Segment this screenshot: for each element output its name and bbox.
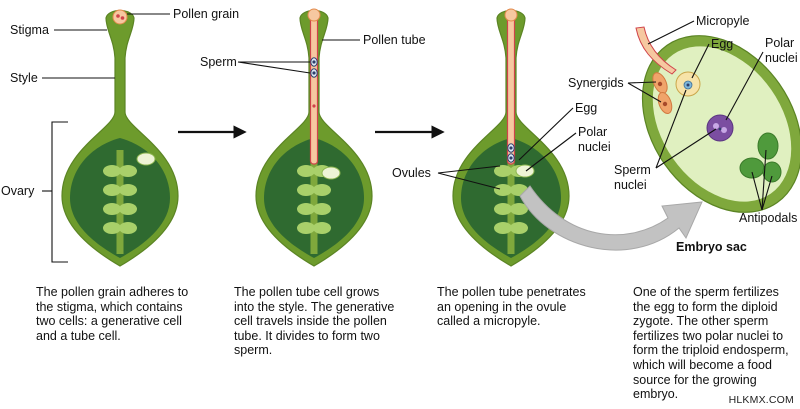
stigma-label: Stigma	[10, 23, 49, 37]
egg-leader-p3	[518, 107, 574, 161]
pollen-tube-label: Pollen tube	[363, 33, 426, 47]
caption-line: cell travels inside the pollen	[234, 314, 387, 329]
pollen-tube	[307, 8, 321, 165]
sperm-label: Sperm	[200, 55, 237, 69]
caption-line: sperm.	[234, 343, 273, 358]
egg-cell	[675, 71, 701, 97]
antipodals-leader-1	[761, 149, 767, 211]
polar-nuclei-label-p3-line2: nuclei	[578, 140, 611, 154]
sperm-leader-2	[237, 61, 311, 74]
egg-label-p3: Egg	[575, 101, 597, 115]
ovule-detail	[136, 152, 156, 166]
ovule-detail	[321, 166, 341, 180]
caption-line: form the triploid endosperm,	[633, 343, 789, 358]
pistil-panel-1	[61, 9, 179, 267]
pistil-panel-2	[255, 8, 373, 267]
sperm-cells	[310, 57, 318, 108]
ovules-leader-1	[437, 165, 501, 174]
style-label: Style	[10, 71, 38, 85]
ovary-bracket	[51, 121, 68, 263]
caption-step-1: The pollen grain adheres to the stigma, …	[36, 285, 226, 343]
watermark: HLKMX.COM	[728, 394, 794, 406]
caption-line: an opening in the ovule	[437, 299, 567, 314]
pollen-grain-label: Pollen grain	[173, 7, 239, 21]
pistil-panel-3	[452, 8, 570, 267]
caption-line: fertilizes two polar nuclei to	[633, 328, 784, 343]
ovules-label: Ovules	[392, 166, 431, 180]
embryo-sac	[635, 26, 800, 213]
caption-line: tube. It divides to form two	[234, 328, 380, 343]
sperm-nuclei-label-line2: nuclei	[614, 178, 647, 192]
polar-nuclei-leader-p4	[725, 51, 764, 121]
egg-label-p4: Egg	[711, 37, 733, 51]
caption-line: The pollen grain adheres to	[36, 285, 189, 299]
antipodals-label: Antipodals	[739, 211, 797, 225]
polar-nuclei-label-p3-line1: Polar	[578, 125, 607, 139]
caption-line: The pollen tube cell grows	[234, 285, 380, 299]
polar-nuclei-label-p4-line2: nuclei	[765, 51, 798, 65]
caption-line: embryo.	[633, 387, 679, 402]
caption-line: two cells: a generative cell	[36, 314, 182, 329]
caption-step-3: The pollen tube penetrates an opening in…	[437, 285, 617, 329]
pollen-grain	[112, 9, 128, 25]
caption-line: zygote. The other sperm	[633, 314, 769, 329]
polar-nuclei-label-p4-line1: Polar	[765, 36, 794, 50]
zoom-arrow	[519, 185, 703, 251]
polar-nuclei-leader-p3	[525, 132, 577, 172]
micropyle-leader	[647, 20, 695, 45]
polar-nuclei	[706, 114, 734, 142]
antipodal-cells	[739, 132, 782, 183]
synergid-cells	[652, 72, 673, 115]
sperm-cells	[507, 143, 515, 163]
caption-line: called a micropyle.	[437, 314, 541, 329]
caption-line: the stigma, which contains	[36, 299, 183, 314]
pollen-tube	[504, 8, 518, 165]
caption-line: and a tube cell.	[36, 328, 121, 343]
antipodals-leader-2	[751, 171, 763, 211]
egg-leader-p4	[691, 43, 710, 79]
caption-line: into the style. The generative	[234, 299, 395, 314]
synergids-leader-1	[627, 81, 657, 84]
caption-line: One of the sperm fertilizes	[633, 285, 779, 299]
caption-line: the egg to form the diploid	[633, 299, 778, 314]
micropyle-label: Micropyle	[696, 14, 750, 28]
synergids-leader-2	[627, 82, 662, 103]
antipodals-leader-3	[761, 175, 773, 211]
caption-line: which will become a food	[633, 357, 772, 372]
micropyle-tube	[635, 26, 677, 75]
caption-step-2: The pollen tube cell grows into the styl…	[234, 285, 434, 358]
ovary-label: Ovary	[1, 184, 35, 198]
caption-line: source for the growing	[633, 372, 757, 387]
caption-step-4: One of the sperm fertilizes the egg to f…	[633, 285, 798, 402]
embryo-sac-label: Embryo sac	[676, 240, 747, 254]
ovules-leader-2	[437, 172, 501, 190]
caption-line: The pollen tube penetrates	[437, 285, 586, 299]
sperm-nuclei-leader-2	[655, 128, 717, 169]
sperm-nuclei-leader-1	[655, 89, 687, 169]
sperm-nuclei-label-line1: Sperm	[614, 163, 651, 177]
synergids-label: Synergids	[568, 76, 624, 90]
